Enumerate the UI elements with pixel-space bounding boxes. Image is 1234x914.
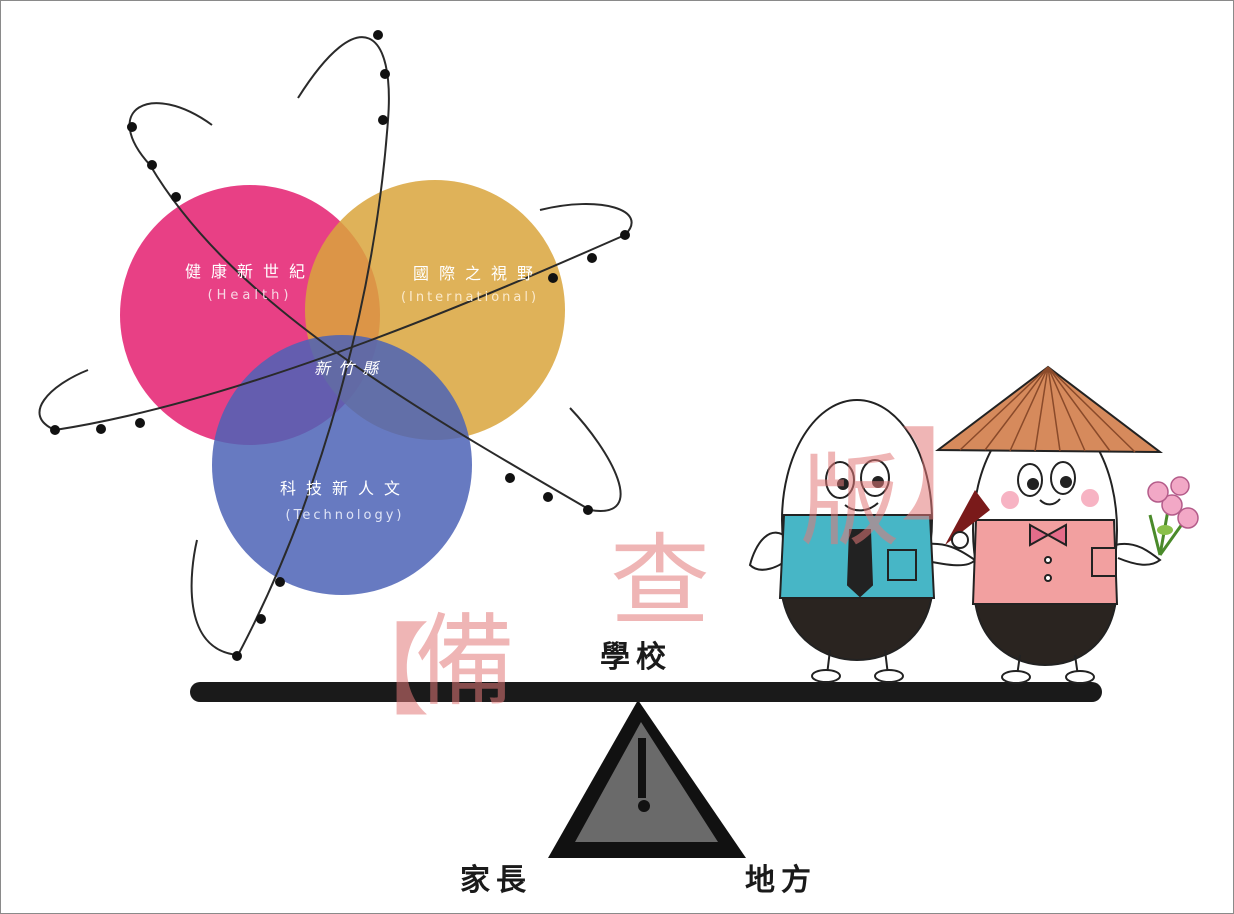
watermark-bracket-close: 】	[900, 418, 1000, 535]
seesaw-beam	[190, 682, 1102, 702]
fan	[945, 490, 990, 549]
orbit-dots	[50, 30, 630, 661]
school-label: 學校	[600, 640, 672, 675]
flower-bouquet	[1147, 476, 1199, 556]
boy-character	[748, 399, 977, 683]
watermark-char-1: 備	[415, 603, 515, 720]
watermark-char-2: 查	[610, 523, 710, 640]
watermark-char-3: 版	[800, 443, 900, 560]
international-label: 國際之視野	[412, 264, 543, 283]
international-sublabel: (International)	[400, 290, 540, 305]
venn-diagram	[120, 180, 565, 595]
watermark-bracket-open: 【	[330, 613, 430, 730]
center-label: 新竹縣	[313, 359, 386, 378]
orbit-2	[128, 102, 622, 512]
parents-label: 家長	[460, 863, 532, 898]
orbit-3	[38, 203, 633, 432]
community-label: 地方	[745, 863, 817, 898]
orbits	[38, 36, 633, 657]
technology-label: 科技新人文	[279, 479, 410, 498]
fulcrum-inner	[575, 722, 718, 842]
orbit-1	[190, 36, 390, 657]
seesaw	[190, 682, 1102, 858]
technology-sublabel: (Technology)	[285, 508, 405, 523]
health-label: 健康新世紀	[184, 262, 315, 281]
conical-hat	[935, 365, 1164, 454]
girl-character	[935, 365, 1164, 684]
health-sublabel: (Health)	[207, 288, 293, 303]
